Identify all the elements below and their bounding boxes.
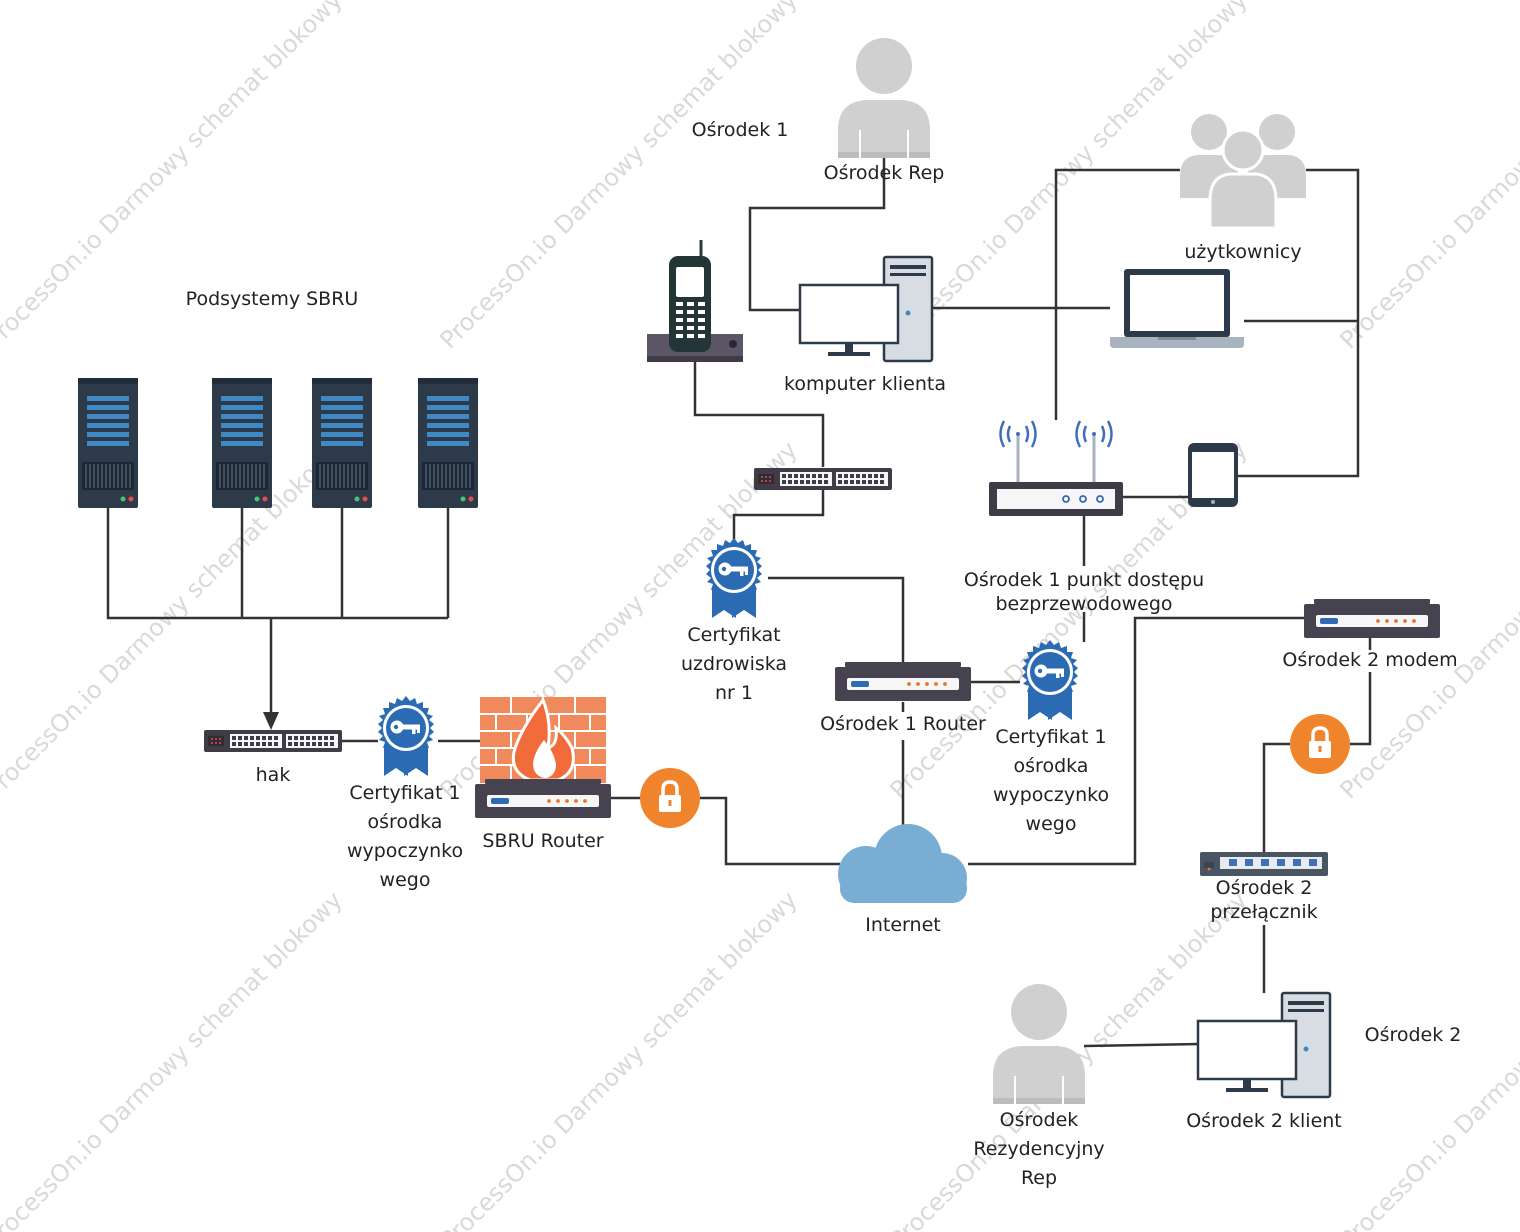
cloud-icon — [838, 824, 967, 903]
server-icon — [77, 377, 139, 509]
certificate-sbru-label: Certyfikat 1 ośrodka wypoczynko wego — [346, 782, 464, 891]
desktop-computer-icon — [1196, 991, 1332, 1099]
svg-text:ProcessOn.io Darmowy schemat b: ProcessOn.io Darmowy schemat blokowy — [0, 886, 348, 1232]
svg-text:ProcessOn.io Darmowy schemat b: ProcessOn.io Darmowy schemat blokowy — [1334, 0, 1520, 354]
certificate-icon — [706, 538, 762, 618]
person-icon — [992, 983, 1086, 1105]
client-computer-label: komputer klienta — [784, 373, 946, 395]
firewall-icon — [480, 697, 606, 783]
server-icon — [417, 377, 479, 509]
svg-text:ProcessOn.io Darmowy schemat b: ProcessOn.io Darmowy schemat blokowy — [434, 886, 802, 1232]
router-icon — [475, 779, 611, 818]
laptop-icon — [1110, 269, 1244, 348]
server-icon — [311, 377, 373, 509]
certificate-icon — [1022, 640, 1078, 720]
certificate-icon — [378, 696, 434, 776]
wireless-access-point-icon — [989, 420, 1123, 516]
switch-icon — [754, 468, 892, 490]
switch-icon — [204, 730, 342, 752]
site1-label: Ośrodek 1 — [691, 119, 789, 141]
sbru-subsystems-label: Podsystemy SBRU — [185, 288, 359, 310]
site2-label: Ośrodek 2 — [1364, 1024, 1462, 1046]
cordless-phone-icon — [647, 240, 743, 362]
svg-text:ProcessOn.io Darmowy schemat b: ProcessOn.io Darmowy schemat blokowy — [1334, 886, 1520, 1232]
lock-icon — [1288, 712, 1352, 776]
internet-label: Internet — [865, 914, 941, 936]
server-icon — [211, 377, 273, 509]
site2-switch-label: Ośrodek 2 przełącznik — [1210, 877, 1318, 923]
site2-rep-label: Ośrodek Rezydencyjny Rep — [973, 1109, 1105, 1189]
users-group-icon — [1180, 114, 1306, 230]
sbru-router-label: SBRU Router — [482, 830, 604, 852]
site2-modem-label: Ośrodek 2 modem — [1282, 649, 1458, 671]
desktop-computer-icon — [798, 255, 934, 363]
site1-certificate-label: Certyfikat 1 ośrodka wypoczynko wego — [992, 726, 1110, 835]
spa-certificate-label: Certyfikat uzdrowiska nr 1 — [680, 624, 788, 704]
arrow-head-icon — [263, 712, 279, 730]
users-label: użytkownicy — [1184, 241, 1302, 263]
lock-icon — [638, 766, 702, 830]
site1-router-label: Ośrodek 1 Router — [820, 713, 986, 735]
site1-wap-label: Ośrodek 1 punkt dostępu bezprzewodowego — [963, 569, 1205, 615]
person-icon — [837, 37, 931, 159]
router-icon — [835, 662, 971, 701]
svg-text:ProcessOn.io Darmowy schemat b: ProcessOn.io Darmowy schemat blokowy — [434, 0, 802, 354]
modem-icon — [1304, 599, 1440, 638]
site1-rep-label: Ośrodek Rep — [823, 162, 945, 184]
site2-client-label: Ośrodek 2 klient — [1186, 1110, 1342, 1132]
switch-icon — [1200, 852, 1328, 876]
hub-label: hak — [255, 764, 291, 786]
connections — [106, 150, 1372, 1048]
tablet-icon — [1188, 443, 1238, 507]
